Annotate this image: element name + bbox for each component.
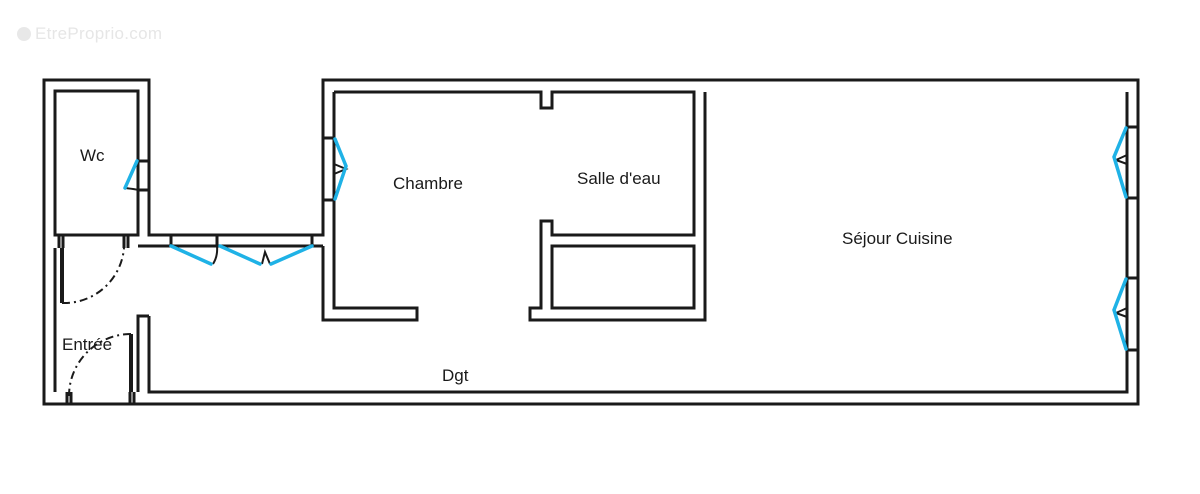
wc-door-jamb <box>138 159 149 192</box>
entry-pier <box>136 314 149 392</box>
corridor-window-1 <box>169 244 213 266</box>
sejour-window-mid-1 <box>1113 154 1128 165</box>
sejour-window-mid-2 <box>1113 307 1128 318</box>
storage-walls <box>550 244 696 310</box>
room-label-entree: Entrée <box>62 335 113 354</box>
entry-jambs <box>57 235 136 404</box>
wc-door-swing <box>124 187 139 191</box>
watermark-text: EtreProprio.com <box>35 24 163 43</box>
corridor-inner-wall <box>147 92 1129 394</box>
sejour-window-jamb-2 <box>1127 276 1138 352</box>
corridor-window-mid <box>261 248 271 265</box>
room-label-wc: Wc <box>80 146 105 165</box>
corridor-jambs <box>169 235 314 246</box>
wc-window-icon <box>123 159 139 190</box>
sejour-window-jamb-1 <box>1127 125 1138 200</box>
sejour-window-2 <box>1112 277 1128 351</box>
watermark: EtreProprio.com <box>17 24 162 44</box>
sejour-window-1 <box>1112 126 1128 199</box>
room-label-dgt: Dgt <box>442 366 469 385</box>
room-label-salle-eau: Salle d'eau <box>577 169 661 188</box>
wc-entry-door-swing <box>61 247 125 305</box>
chambre-window-jamb <box>323 136 334 202</box>
chambre-walls <box>321 92 419 322</box>
chambre-top-wall <box>334 90 707 322</box>
corridor-window-2 <box>218 244 314 266</box>
room-label-chambre: Chambre <box>393 174 463 193</box>
copyright-icon <box>17 27 31 41</box>
outer-wall <box>42 78 1140 406</box>
corridor-door-swing <box>212 245 219 265</box>
room-label-sejour-cuisine: Séjour Cuisine <box>842 229 953 248</box>
wc-walls <box>53 89 140 237</box>
front-door-swing <box>68 333 132 397</box>
chambre-window <box>333 137 348 201</box>
